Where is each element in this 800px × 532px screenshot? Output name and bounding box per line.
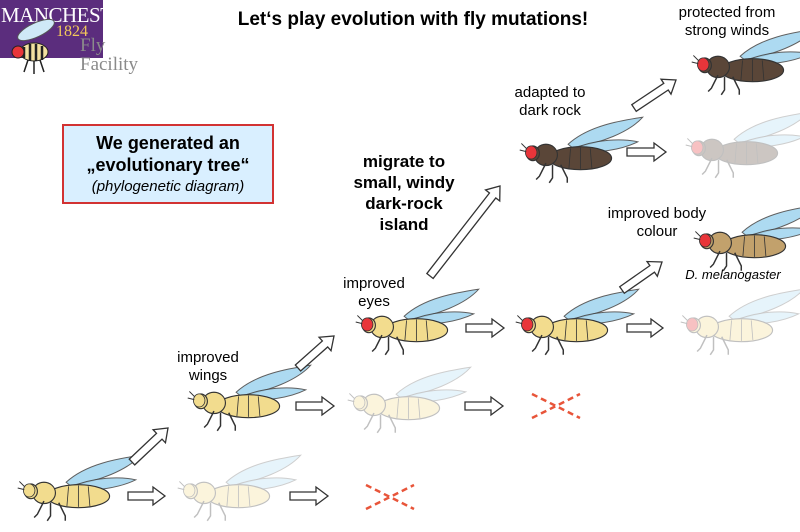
arrow-wings-to-eyes xyxy=(294,335,335,372)
fly-dark-rock-faded xyxy=(684,111,800,179)
arrow-wings-to-faded xyxy=(295,395,336,417)
label-migrate-2: small, windy xyxy=(353,173,455,192)
arrow-dark-to-faded xyxy=(626,141,668,163)
label-migrate-4: island xyxy=(379,215,429,234)
label-body-colour: improved body colour xyxy=(594,205,720,241)
label-adapted-1: adapted to xyxy=(514,84,586,101)
page-title: Let‘s play evolution with fly mutations! xyxy=(237,9,589,30)
label-protected: protected from strong winds xyxy=(664,4,790,40)
label-improved-wings-2: wings xyxy=(188,367,228,384)
fly-dark-rock xyxy=(518,116,644,184)
info-line-2: „evolutionary tree“ xyxy=(86,155,250,175)
arrow-faded-to-cross-2 xyxy=(464,395,505,417)
extinction-cross-1 xyxy=(364,483,416,511)
logo-line-facility: Facility xyxy=(80,54,139,75)
arrow-copy-to-faded xyxy=(626,317,665,339)
info-box: We generated an „evolutionary tree“ (phy… xyxy=(62,124,274,204)
arrow-dark-to-protected xyxy=(630,78,677,113)
logo-line-fly: Fly xyxy=(80,35,106,56)
arrow-ancestor-to-faded xyxy=(127,485,167,507)
fly-ancestor xyxy=(16,454,142,522)
label-protected-2: strong winds xyxy=(684,22,770,39)
fly-improved-eyes-faded xyxy=(679,288,800,356)
label-protected-1: protected from xyxy=(678,4,776,21)
arrow-eyes-to-dark-rock xyxy=(425,185,501,280)
arrow-ancestor-to-wings xyxy=(128,427,169,466)
label-improved-eyes-2: eyes xyxy=(358,293,390,310)
label-migrate: migrate to small, windy dark-rock island xyxy=(344,151,464,235)
label-improved-eyes: improved eyes xyxy=(334,275,414,311)
logo-fly-icon xyxy=(11,18,55,74)
logo-year: 1824 xyxy=(56,23,88,40)
label-species: D. melanogaster xyxy=(685,267,781,282)
info-line-1: We generated an xyxy=(96,133,240,153)
label-body-colour-1: improved body xyxy=(607,205,707,222)
logo-name: MANCHESTER xyxy=(1,3,139,27)
fly-improved-eyes-copy xyxy=(514,288,640,356)
label-body-colour-2: colour xyxy=(636,223,678,240)
info-line-3: (phylogenetic diagram) xyxy=(91,178,245,195)
extinction-cross-2 xyxy=(530,392,582,420)
manchester-fly-facility-logo: MANCHESTER 1824 Fly Facility xyxy=(0,0,139,80)
label-migrate-1: migrate to xyxy=(362,152,446,171)
label-improved-eyes-1: improved xyxy=(343,275,405,292)
label-improved-wings: improved wings xyxy=(166,349,250,385)
label-adapted: adapted to dark rock xyxy=(502,84,598,120)
arrow-faded-to-cross xyxy=(289,485,330,507)
fly-improved-wings-faded xyxy=(346,366,472,434)
label-adapted-2: dark rock xyxy=(519,102,581,119)
arrow-copy-to-melanogaster xyxy=(618,260,663,295)
arrow-eyes-to-copy xyxy=(465,317,506,339)
logo-facility: Fly Facility xyxy=(80,36,138,74)
label-migrate-3: dark-rock xyxy=(365,194,443,213)
fly-ancestor-faded xyxy=(176,454,302,522)
label-improved-wings-1: improved xyxy=(177,349,239,366)
